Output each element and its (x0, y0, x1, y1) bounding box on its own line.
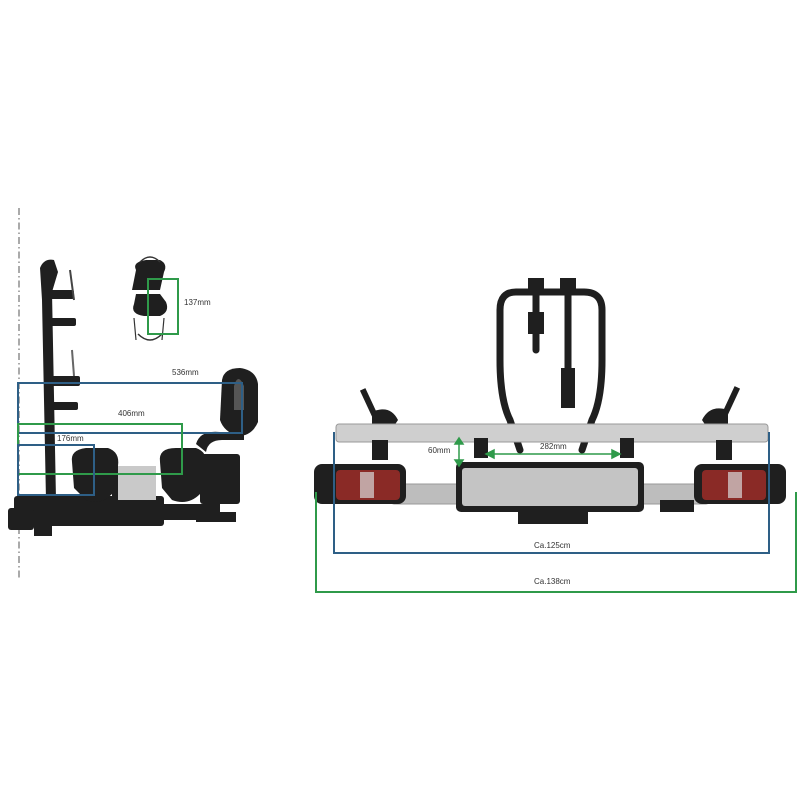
main-rail (335, 423, 769, 443)
outer-wheel-distance-label: 536mm (172, 368, 199, 377)
tail-lamp-right (694, 464, 786, 504)
rail-height-label: 60mm (428, 446, 451, 455)
lamp-width-label: Ca.125cm (534, 541, 571, 550)
license-plate-area (462, 468, 638, 506)
tail-lamp-left (314, 464, 406, 504)
middle-wheel-distance-label: 406mm (118, 409, 145, 418)
wheel-holder-height-label: 137mm (184, 298, 211, 307)
dim-box-outer-wheel-distance (17, 382, 243, 434)
front-clamp-left (528, 278, 544, 292)
inner-wheel-distance-label: 176mm (57, 434, 84, 443)
plate-holder-width-arrow (484, 448, 622, 460)
dim-bracket-lamp-width (333, 432, 770, 554)
side-carrier-body (8, 259, 258, 536)
dim-bracket-total-width (315, 492, 797, 593)
plate-holder-width-label: 282mm (540, 442, 567, 451)
dim-box-wheel-holder-height (147, 278, 179, 335)
front-view: 60mm 282mm Ca.125cm Ca.138cm (314, 278, 797, 593)
side-view: 137mm 536mm 406mm 176mm (8, 208, 258, 578)
front-clamp-right (560, 278, 576, 292)
dim-box-inner-wheel-distance (17, 444, 95, 496)
wheel-holder-detail (132, 256, 168, 341)
total-width-label: Ca.138cm (534, 577, 571, 586)
rail-height-arrow (453, 436, 465, 468)
